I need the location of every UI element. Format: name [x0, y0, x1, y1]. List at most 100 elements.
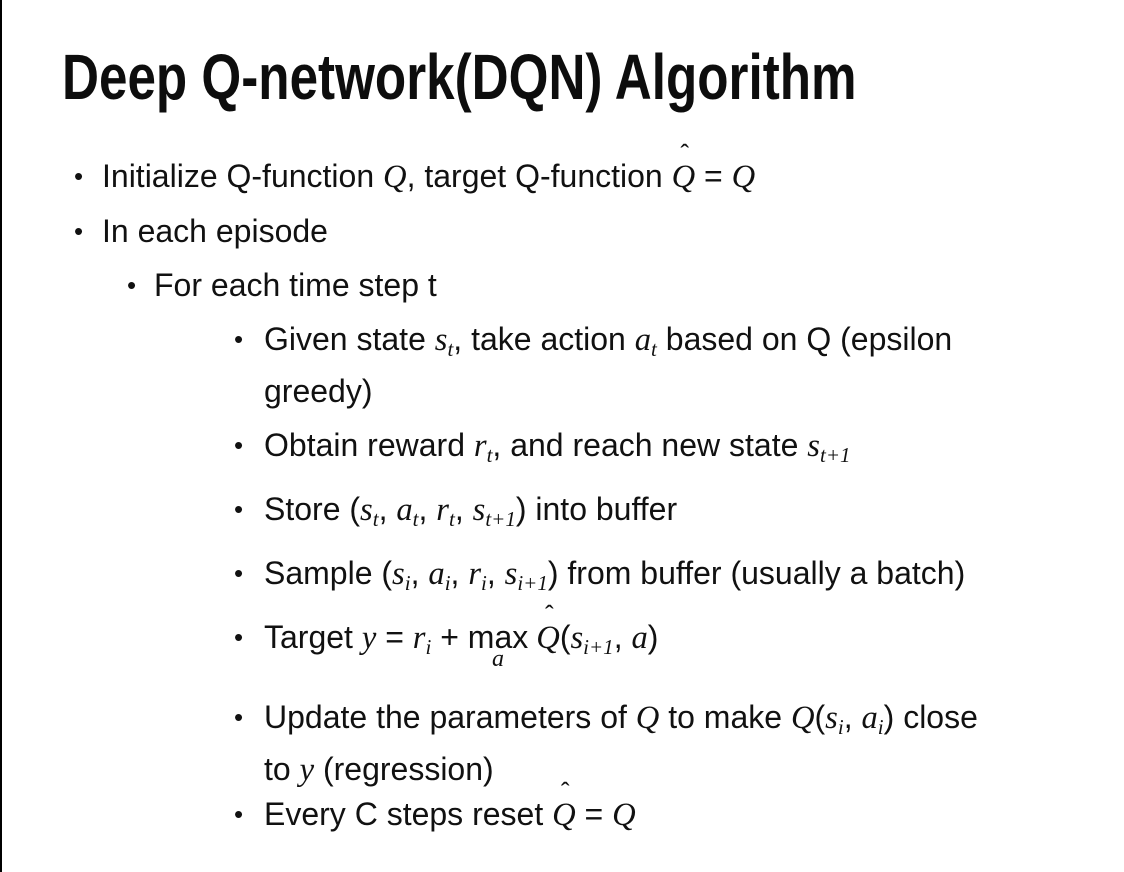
text-segment: Q	[612, 797, 636, 833]
bullet-item: • Given state st, take action at based on…	[234, 318, 1114, 412]
text-segment: Q	[383, 159, 407, 195]
text-segment: Target	[264, 619, 362, 655]
text-segment: t	[651, 337, 657, 361]
bullet-text: In each episode	[102, 210, 1114, 252]
bullet-text: Store (st, at, rt, st+1) into buffer	[264, 488, 1114, 540]
bullet-text: Initialize Q-function Q, target Q-functi…	[102, 141, 1114, 198]
bullet-item: •Store (st, at, rt, st+1) into buffer	[234, 488, 1114, 540]
text-segment: ,	[418, 491, 437, 527]
text-segment: ,	[486, 555, 505, 591]
bullet-dot-icon: •	[234, 622, 244, 652]
text-segment: +	[431, 619, 468, 655]
hat-accent-icon: ˆ	[545, 600, 554, 630]
text-segment: Every C steps reset	[264, 796, 553, 832]
text-segment: r	[436, 492, 449, 528]
bullet-item: • For each time step t	[127, 264, 1114, 306]
bullet-dot-icon: •	[234, 430, 244, 460]
text-segment: ,	[454, 491, 473, 527]
text-segment: , take action	[453, 321, 635, 357]
page-title: Deep Q-network(DQN) Algorithm	[62, 41, 857, 113]
text-segment: i	[444, 571, 451, 595]
text-segment: s	[504, 556, 518, 592]
text-segment: based on Q (epsilon	[656, 321, 953, 357]
hat-accent-icon: ˆ	[680, 139, 690, 169]
text-segment: Q	[790, 700, 815, 736]
text-segment: s	[434, 322, 448, 358]
text-segment: t	[449, 507, 455, 531]
bullet-dot-icon: •	[234, 324, 244, 354]
text-segment: s	[392, 556, 405, 592]
text-segment: y	[361, 620, 377, 656]
text-segment: Obtain reward	[264, 427, 474, 463]
bullet-item: •Update the parameters of Q to make Q(si…	[234, 696, 1114, 791]
text-segment: ,	[843, 699, 862, 735]
text-segment: s	[825, 700, 838, 736]
text-segment: y	[299, 752, 315, 788]
text-segment: ,	[378, 491, 397, 527]
text-segment: , and reach new state	[492, 427, 808, 463]
text-segment: s	[807, 428, 820, 464]
text-segment: r	[473, 428, 487, 464]
text-segment: to make	[659, 699, 791, 735]
bullet-item: •Initialize Q-function Q, target Q-funct…	[74, 141, 1114, 198]
bullet-dot-icon: •	[127, 270, 137, 300]
text-segment: i	[425, 635, 432, 659]
under-script: a	[492, 646, 505, 672]
text-segment: Q	[731, 159, 756, 195]
bullet-text: Given state st, take action at based on …	[264, 318, 1114, 412]
bullet-list: •Initialize Q-function Q, target Q-funct…	[2, 141, 1114, 848]
text-segment: Update the parameters of	[264, 699, 636, 735]
hat-accent-icon: ˆ	[560, 777, 570, 807]
text-segment: )	[647, 619, 659, 655]
text-segment: Given state	[264, 321, 435, 357]
text-segment: In each episode	[102, 213, 328, 249]
text-segment: ) from buffer (usually a batch)	[547, 555, 966, 591]
text-segment: ) into buffer	[515, 491, 678, 527]
text-segment: , target Q-function	[406, 158, 672, 194]
text-segment: Sample (	[264, 555, 393, 591]
text-segment: t	[447, 337, 454, 361]
text-segment: s	[360, 492, 373, 528]
text-segment: t+1	[485, 507, 516, 531]
text-segment: a	[396, 492, 413, 528]
text-segment: r	[468, 556, 482, 592]
text-segment: Q	[635, 700, 660, 736]
text-segment: ) close	[883, 699, 978, 735]
text-segment: i	[877, 715, 884, 739]
text-segment: Initialize Q-function	[102, 158, 384, 194]
text-segment: r	[412, 620, 426, 656]
text-segment: t	[412, 507, 419, 531]
bullet-text: Update the parameters of Q to make Q(si,…	[264, 696, 1114, 791]
text-segment: (regression)	[314, 751, 494, 787]
text-segment: i+1	[583, 635, 614, 659]
text-segment: a	[631, 620, 648, 656]
text-segment: =	[376, 619, 413, 655]
bullet-text: Sample (si, ai, ri, si+1) from buffer (u…	[264, 552, 1114, 604]
text-segment: to	[264, 751, 300, 787]
text-segment: greedy)	[264, 373, 373, 409]
bullet-item: • Sample (si, ai, ri, si+1) from buffer (…	[234, 552, 1114, 604]
bullet-item: •Obtain reward rt, and reach new state s…	[234, 424, 1114, 476]
text-segment: a	[861, 700, 878, 736]
bullet-dot-icon: •	[234, 494, 244, 524]
bullet-dot-icon: •	[74, 161, 84, 191]
text-segment: a	[428, 556, 445, 592]
bullet-text: For each time step t	[154, 264, 1114, 306]
bullet-dot-icon: •	[234, 558, 244, 588]
text-segment: =	[575, 796, 613, 832]
bullet-item: •In each episode	[74, 210, 1114, 252]
text-segment: i	[837, 715, 844, 739]
text-segment: ,	[613, 619, 632, 655]
text-segment: i	[481, 571, 487, 595]
text-segment: s	[570, 620, 584, 656]
text-segment: i+1	[517, 571, 548, 595]
text-segment: =	[695, 158, 732, 194]
